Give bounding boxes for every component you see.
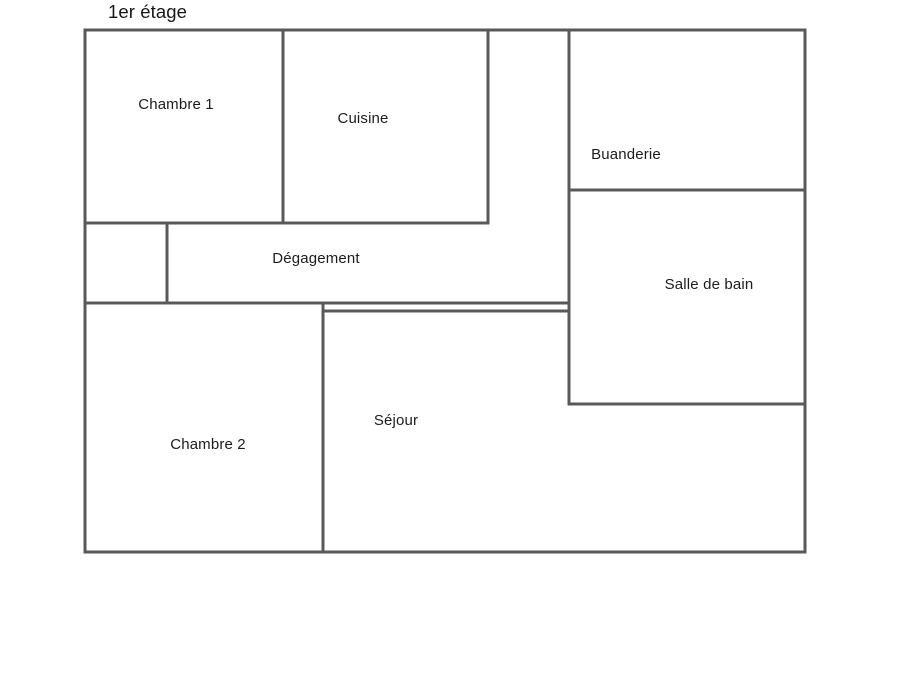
- room-label-sejour: Séjour: [373, 412, 419, 429]
- room-label-cuisine: Cuisine: [337, 110, 389, 127]
- room-label-salle-de-bain: Salle de bain: [664, 276, 754, 293]
- room-label-degagement: Dégagement: [272, 250, 360, 267]
- walls-group: [83, 28, 807, 554]
- room-label-chambre-2: Chambre 2: [170, 436, 246, 453]
- room-label-buanderie: Buanderie: [591, 146, 661, 163]
- page-title: 1er étage: [108, 1, 188, 22]
- room-label-chambre-1: Chambre 1: [138, 96, 214, 113]
